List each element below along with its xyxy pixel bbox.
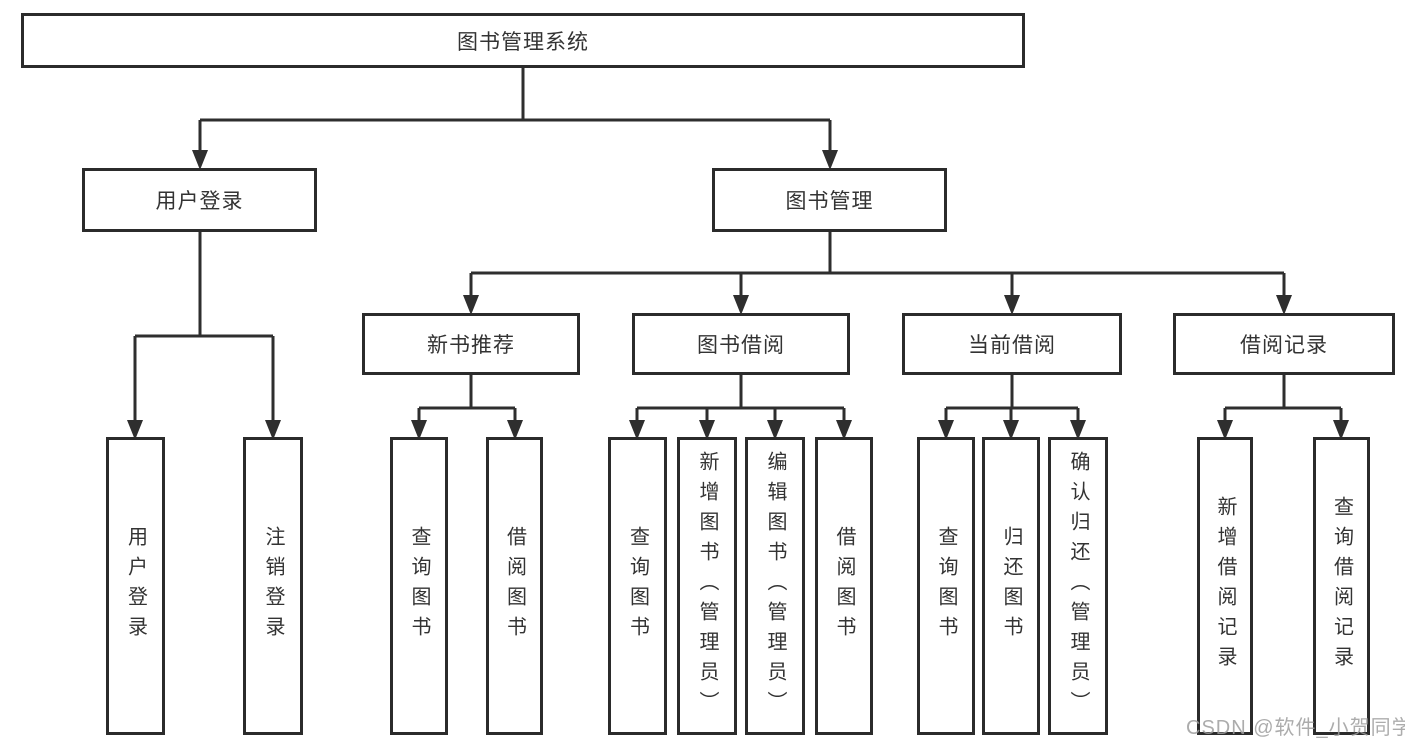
leaf-query-books-recommend: 查询图书 — [390, 437, 448, 735]
leaf-query-books-borrow: 查询图书 — [608, 437, 667, 735]
watermark: CSDN @软件_小贺同学 — [1186, 717, 1405, 739]
node-borrowing-records-label: 借阅记录 — [1240, 334, 1328, 357]
node-user-login-label: 用户登录 — [155, 190, 244, 213]
leaf-query-books-current: 查询图书 — [917, 437, 975, 735]
leaf-edit-books-admin: 编辑图书（管理员） — [745, 437, 805, 735]
node-new-book-recommend-label: 新书推荐 — [427, 334, 515, 357]
node-book-management-label: 图书管理 — [785, 190, 874, 213]
node-user-login: 用户登录 — [82, 168, 317, 232]
leaf-borrow-books-borrow-label: 借阅图书 — [833, 526, 855, 646]
node-new-book-recommend: 新书推荐 — [362, 313, 580, 375]
leaf-query-books-recommend-label: 查询图书 — [408, 526, 430, 646]
leaf-borrow-books-recommend-label: 借阅图书 — [503, 526, 526, 646]
leaf-query-books-current-label: 查询图书 — [935, 526, 957, 646]
leaf-confirm-return-admin: 确认归还（管理员） — [1048, 437, 1108, 735]
leaf-confirm-return-admin-label: 确认归还（管理员） — [1067, 451, 1089, 721]
node-root: 图书管理系统 — [21, 13, 1025, 68]
leaf-add-books-admin-label: 新增图书（管理员） — [696, 451, 718, 721]
leaf-add-borrow-record-label: 新增借阅记录 — [1214, 496, 1236, 676]
leaf-return-books-label: 归还图书 — [1000, 526, 1022, 646]
leaf-user-login: 用户登录 — [106, 437, 165, 735]
leaf-query-borrow-record: 查询借阅记录 — [1313, 437, 1370, 735]
node-book-borrowing: 图书借阅 — [632, 313, 850, 375]
node-book-management: 图书管理 — [712, 168, 947, 232]
leaf-logout: 注销登录 — [243, 437, 303, 735]
node-current-borrowing-label: 当前借阅 — [968, 334, 1056, 357]
leaf-add-borrow-record: 新增借阅记录 — [1197, 437, 1253, 735]
leaf-edit-books-admin-label: 编辑图书（管理员） — [764, 451, 786, 721]
leaf-borrow-books-recommend: 借阅图书 — [486, 437, 543, 735]
leaf-query-books-borrow-label: 查询图书 — [626, 526, 649, 646]
tree-edges — [133, 68, 1343, 424]
leaf-borrow-books-borrow: 借阅图书 — [815, 437, 873, 735]
leaf-logout-label: 注销登录 — [262, 526, 284, 646]
leaf-user-login-label: 用户登录 — [124, 526, 147, 646]
node-root-label: 图书管理系统 — [457, 30, 589, 54]
node-current-borrowing: 当前借阅 — [902, 313, 1122, 375]
node-borrowing-records: 借阅记录 — [1173, 313, 1395, 375]
node-book-borrowing-label: 图书借阅 — [697, 334, 785, 357]
leaf-query-borrow-record-label: 查询借阅记录 — [1330, 496, 1353, 676]
leaf-add-books-admin: 新增图书（管理员） — [677, 437, 737, 735]
leaf-return-books: 归还图书 — [982, 437, 1040, 735]
arrowhead-icons — [127, 150, 1349, 440]
